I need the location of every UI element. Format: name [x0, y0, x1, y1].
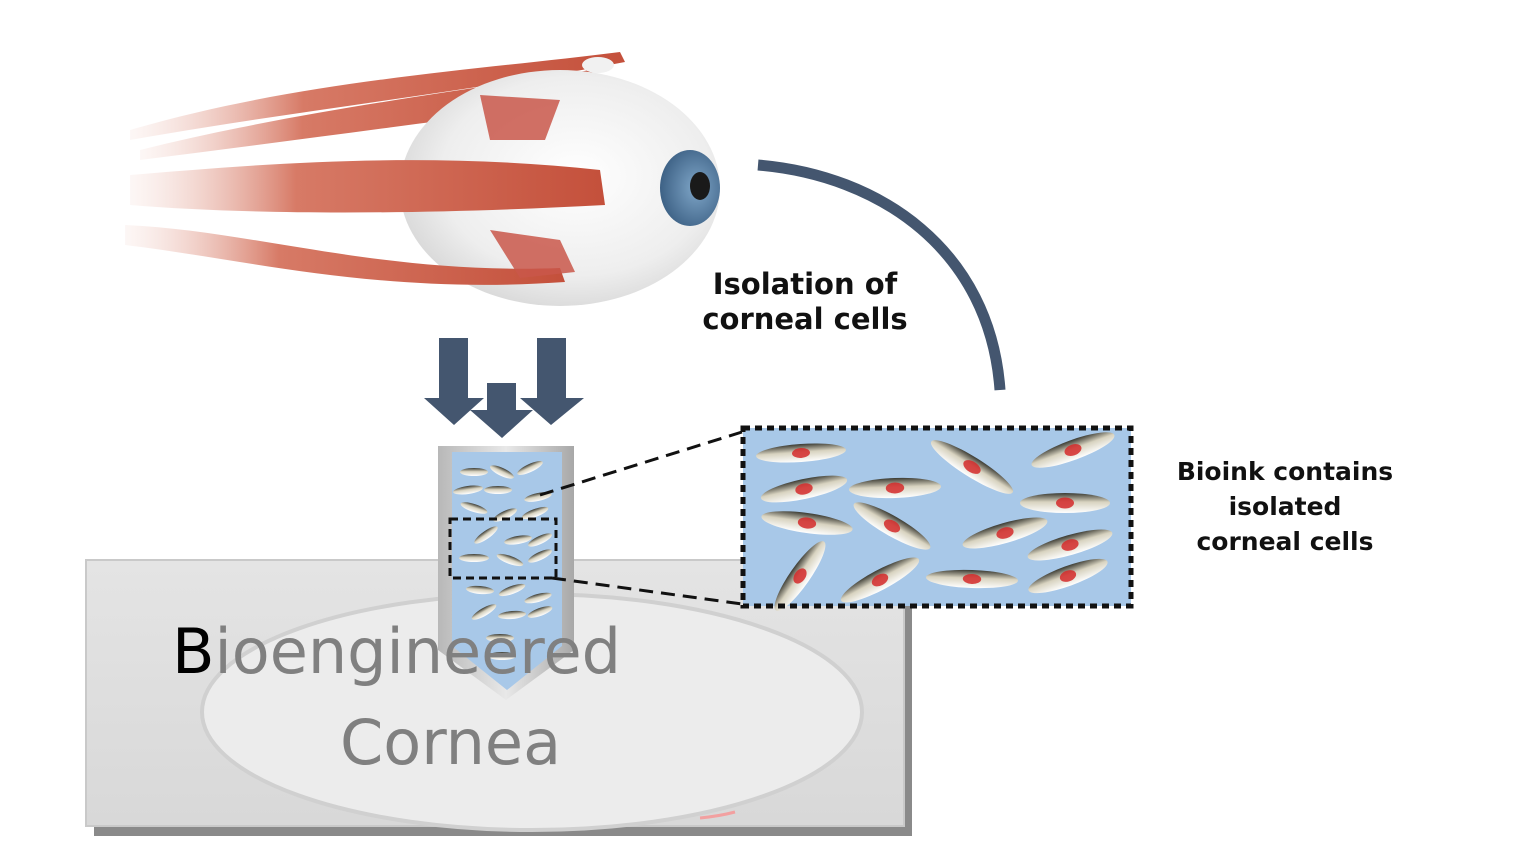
bioink-label-line1: Bioink contains — [1176, 457, 1394, 486]
corneal-cell — [849, 477, 941, 499]
callout-line-top — [539, 430, 743, 497]
corneal-cell — [1028, 558, 1108, 594]
corneal-cell — [493, 508, 517, 522]
pupil — [690, 172, 710, 200]
isolation-label: Isolation of corneal cells — [650, 267, 960, 338]
callout-line-bottom — [551, 576, 743, 606]
corneal-cell — [486, 634, 514, 642]
corneal-cell — [840, 557, 920, 603]
bioink-label: Bioink contains isolated corneal cells — [1135, 454, 1435, 559]
corneal-cell — [1020, 493, 1110, 513]
corneal-cell — [488, 652, 516, 660]
corneal-cell — [853, 502, 931, 550]
corneal-cell — [460, 468, 488, 476]
corneal-cell — [498, 610, 526, 620]
down-arrows — [424, 338, 584, 438]
cornea-label: Cornea — [340, 706, 562, 779]
corneal-cell — [760, 475, 848, 503]
bioink-label-line2: isolated — [1228, 492, 1342, 521]
corneal-cell — [453, 485, 483, 495]
corneal-cell — [521, 506, 549, 520]
bioink-label-line3: corneal cells — [1196, 527, 1374, 556]
corneal-cell — [527, 606, 553, 618]
corneal-cell — [498, 583, 526, 597]
bioengineered-label: Bioengineered — [172, 615, 621, 688]
iris — [660, 150, 720, 226]
corneal-cell — [761, 511, 853, 535]
cartridge-selection-box — [448, 517, 558, 580]
corneal-cell — [930, 440, 1014, 494]
corneal-cell — [504, 535, 532, 545]
corneal-cell — [471, 604, 497, 620]
isolation-connector-arc — [757, 159, 1006, 391]
arrow-down-icon — [424, 338, 484, 425]
corneal-cell — [474, 526, 498, 544]
bioink-cartridge — [438, 446, 574, 700]
bioengineered-label-rest: ioengineered — [214, 615, 621, 688]
corneal-cell — [517, 461, 543, 475]
corneal-cell — [962, 517, 1048, 549]
corneal-cell — [1027, 529, 1113, 561]
corneal-cell — [460, 502, 488, 514]
isolation-label-line1: Isolation of — [712, 267, 898, 301]
corneal-cell — [756, 443, 846, 463]
arrow-down-icon — [520, 338, 584, 425]
arrow-down-icon — [470, 383, 533, 438]
corneal-cell — [774, 541, 826, 611]
eye-illustration — [125, 52, 720, 306]
corneal-cell — [1031, 432, 1115, 468]
bioengineered-label-initial: B — [172, 615, 215, 688]
corneal-cell — [528, 549, 552, 563]
corneal-cell — [490, 465, 514, 479]
corneal-cell — [528, 533, 552, 547]
corneal-cell — [926, 569, 1018, 589]
isolation-label-line2: corneal cells — [702, 302, 908, 337]
corneal-cell — [459, 554, 489, 562]
corneal-cell — [496, 553, 524, 567]
corneal-cell — [484, 486, 512, 494]
corneal-cell — [466, 585, 494, 595]
bioink-zoom-box — [740, 425, 1134, 611]
corneal-cell — [524, 592, 552, 604]
